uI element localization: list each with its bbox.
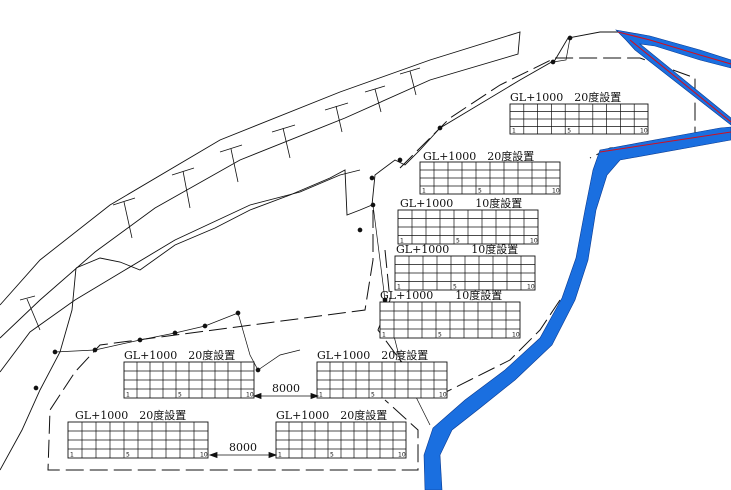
panel-index-mid: 5 [456,238,460,245]
panel-index-start: 1 [319,392,323,399]
panel-index-end: 10 [439,392,447,399]
panel-index-start: 1 [512,128,516,135]
panel-array-label: GL+1000 20度設置 [75,408,186,422]
road-outline [0,31,625,471]
panel-array-label: GL+1000 20度設置 [124,348,235,362]
property-boundary [617,31,731,65]
river-main [423,126,731,490]
panel-index-mid: 5 [178,392,182,399]
panel-index-mid: 5 [126,452,130,459]
panel-index-mid: 5 [330,452,334,459]
panel-index-end: 10 [512,332,520,339]
panel-array-label: GL+1000 10度設置 [400,196,522,210]
dimension-label-upper: 8000 [272,382,300,395]
survey-points [33,35,573,426]
panel-index-mid: 5 [453,284,457,291]
panel-index-mid: 5 [478,188,482,195]
panel-array: GL+1000 20度設置 1 5 10 [275,408,407,459]
panel-array: GL+1000 10度設置 1 5 10 [397,196,539,245]
panel-index-end: 10 [530,238,538,245]
panel-array: GL+1000 20度設置 1 5 10 [316,348,448,399]
panel-index-start: 1 [382,332,386,339]
panel-index-mid: 5 [371,392,375,399]
panel-index-start: 1 [278,452,282,459]
panel-index-end: 10 [246,392,254,399]
panel-array-label: GL+1000 20度設置 [510,90,621,104]
panel-array-label: GL+1000 20度設置 [276,408,387,422]
panel-array: GL+1000 20度設置 1 5 10 [419,149,561,195]
panel-array: GL+1000 10度設置 1 5 10 [379,288,521,339]
panel-index-start: 1 [70,452,74,459]
panel-index-start: 1 [400,238,404,245]
panel-index-end: 10 [640,128,648,135]
panel-index-start: 1 [126,392,130,399]
river-channel [423,29,731,490]
panel-index-start: 1 [397,284,401,291]
dimension-lines [208,392,320,459]
panel-array: GL+1000 20度設置 1 5 10 [67,408,209,459]
panel-array: GL+1000 20度設置 1 5 10 [123,348,255,399]
panel-index-end: 10 [200,452,208,459]
panel-array-label: GL+1000 20度設置 [317,348,428,362]
panel-array: GL+1000 20度設置 1 5 10 [509,90,649,135]
panel-array-label: GL+1000 20度設置 [423,149,534,163]
panel-array: GL+1000 10度設置 1 5 10 [394,242,536,291]
road-markings [19,67,421,331]
panel-index-end: 10 [552,188,560,195]
panel-array-label: GL+1000 10度設置 [380,288,502,302]
panel-array-label: GL+1000 10度設置 [396,242,518,256]
dimension-label-lower: 8000 [229,441,257,454]
panel-index-end: 10 [398,452,406,459]
river-upper [615,29,731,126]
panel-index-mid: 5 [567,128,571,135]
panel-index-mid: 5 [438,332,442,339]
panel-index-start: 1 [422,188,426,195]
panel-index-end: 10 [527,284,535,291]
